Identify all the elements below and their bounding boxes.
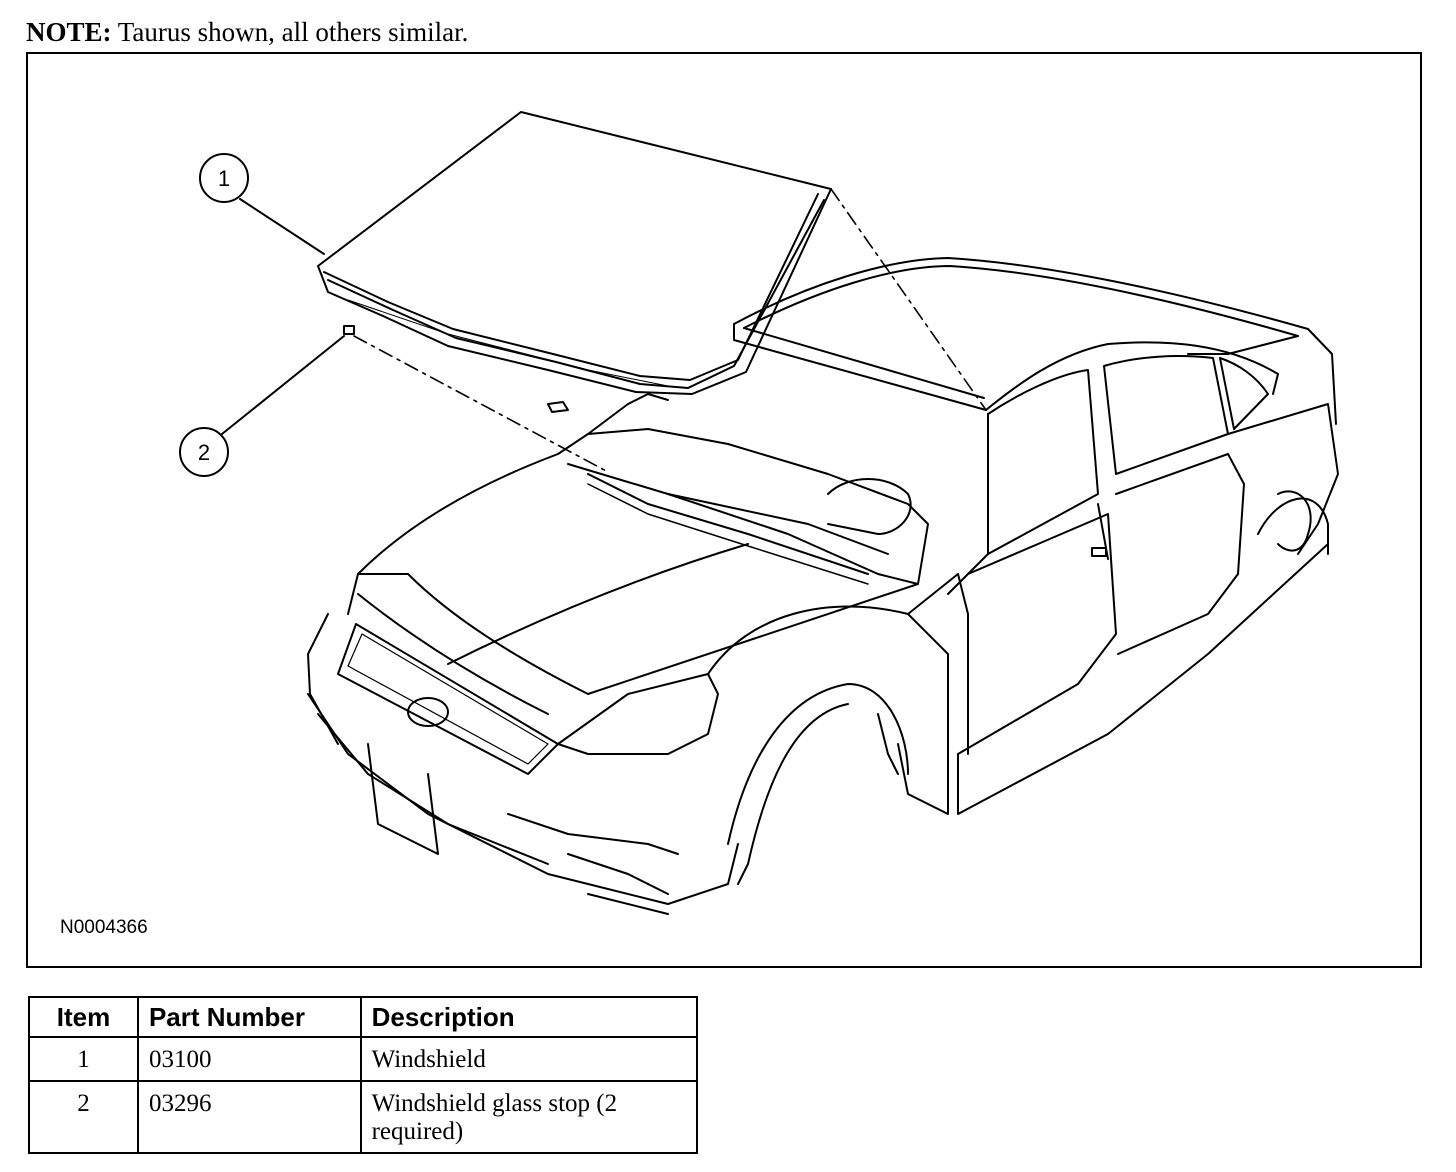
car-diagram: 1 2 bbox=[179, 111, 1339, 915]
car-front bbox=[307, 613, 739, 915]
callout-1-label: 1 bbox=[218, 166, 230, 191]
car-hood bbox=[347, 453, 919, 715]
callout-2-label: 2 bbox=[198, 440, 210, 465]
table-row: 2 03296 Windshield glass stop (2 require… bbox=[28, 1080, 699, 1154]
parts-table: Item Part Number Description 1 03100 Win… bbox=[28, 996, 699, 1154]
row-2-item: 2 bbox=[28, 1080, 139, 1154]
table-row: 1 03100 Windshield bbox=[28, 1036, 699, 1082]
row-1-item: 1 bbox=[28, 1036, 139, 1082]
car-roof bbox=[733, 257, 1337, 425]
cowl-area bbox=[557, 393, 929, 585]
header-description: Description bbox=[359, 996, 699, 1038]
row-2-description: Windshield glass stop (2 required) bbox=[359, 1080, 699, 1154]
note-text: Taurus shown, all others similar. bbox=[111, 17, 469, 47]
car-fender bbox=[707, 573, 969, 885]
callout-1: 1 bbox=[199, 153, 325, 255]
header-item: Item bbox=[28, 996, 139, 1038]
table-header-row: Item Part Number Description bbox=[28, 996, 699, 1038]
row-2-part-number: 03296 bbox=[136, 1080, 362, 1154]
figure-frame: 1 2 N0004366 bbox=[26, 52, 1422, 968]
alignment-lines bbox=[353, 188, 987, 473]
header-part-number: Part Number bbox=[136, 996, 362, 1038]
note-label: NOTE: bbox=[26, 17, 112, 47]
callout-2: 2 bbox=[179, 335, 345, 477]
windshield-glass bbox=[317, 111, 832, 395]
car-rear-wheel-well bbox=[1257, 497, 1329, 555]
note-line: NOTE: Taurus shown, all others similar. bbox=[26, 14, 468, 50]
figure-id: N0004366 bbox=[60, 917, 148, 938]
row-1-part-number: 03100 bbox=[136, 1036, 362, 1082]
row-1-description: Windshield bbox=[359, 1036, 699, 1082]
car-side bbox=[947, 355, 1339, 815]
glass-stop-parts bbox=[343, 325, 569, 413]
